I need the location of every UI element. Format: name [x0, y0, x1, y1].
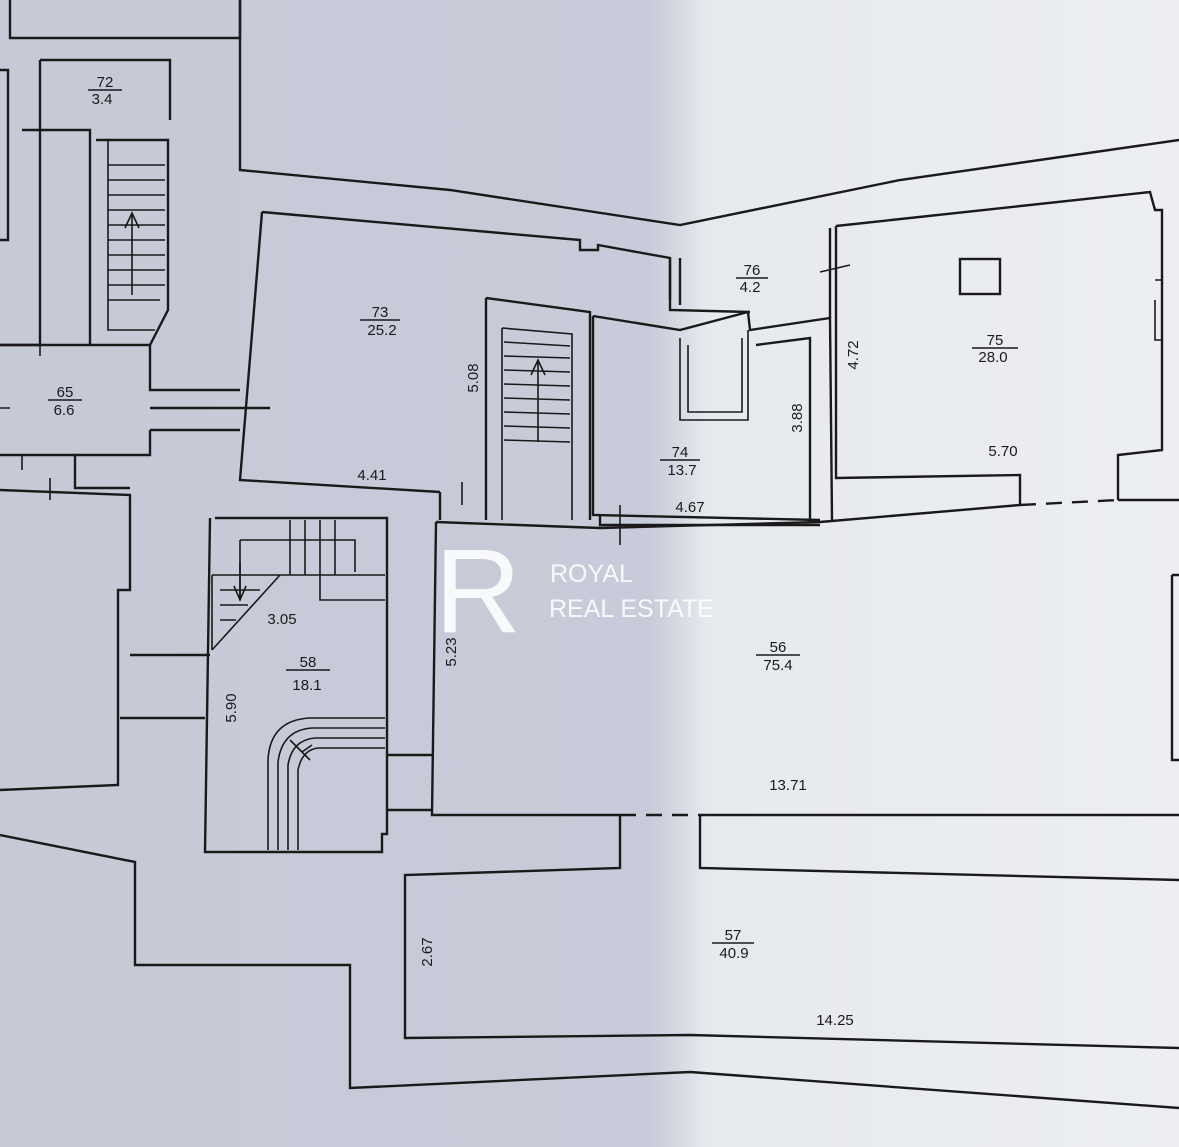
- stair-arrow-center: [530, 358, 546, 442]
- room-56-area: 75.4: [763, 657, 792, 674]
- dim-4-41: 4.41: [357, 467, 386, 484]
- room-56: 56 75.4: [756, 639, 800, 674]
- watermark-line2: REAL ESTATE: [549, 595, 714, 623]
- stair-58: [220, 562, 260, 621]
- stair-left: [108, 164, 165, 301]
- room-72-number: 72: [97, 74, 114, 91]
- room-57-area: 40.9: [719, 945, 748, 962]
- room-65-area: 6.6: [54, 402, 75, 419]
- room-72: 72 3.4: [88, 74, 122, 108]
- room-65: 65 6.6: [48, 384, 82, 419]
- room-65-number: 65: [57, 384, 74, 401]
- room-74: 74 13.7: [660, 444, 700, 479]
- dim-3-05: 3.05: [267, 611, 296, 628]
- room-74-area: 13.7: [667, 462, 696, 479]
- dimension-labels: 5.08 4.72 3.88 4.41 5.70 4.67 3.05 5.23 …: [223, 340, 1018, 1029]
- room-75-area: 28.0: [978, 349, 1007, 366]
- dim-2-67: 2.67: [419, 937, 436, 966]
- dim-3-88: 3.88: [789, 403, 806, 432]
- room-57: 57 40.9: [712, 927, 754, 962]
- room-75: 75 28.0: [972, 332, 1018, 366]
- room-72-area: 3.4: [92, 91, 113, 108]
- room-56-number: 56: [770, 639, 787, 656]
- room-58-area: 18.1: [292, 677, 321, 694]
- dim-5-70: 5.70: [988, 443, 1017, 460]
- walls: [0, 0, 1179, 1110]
- room-75-number: 75: [987, 332, 1004, 349]
- room-73-area: 25.2: [367, 322, 396, 339]
- stair-center: [503, 341, 571, 443]
- dim-5-08: 5.08: [465, 363, 482, 392]
- room-76-area: 4.2: [740, 279, 761, 296]
- dim-5-23: 5.23: [443, 637, 460, 666]
- watermark-monogram: R: [435, 524, 522, 658]
- stair-arrow-left: [124, 211, 140, 295]
- watermark: R ROYAL REAL ESTATE: [435, 524, 714, 658]
- room-labels: 72 3.4 73 25.2 76 4.2 75 28.0 65 6.6 74 …: [48, 74, 1018, 962]
- room-58-number: 58: [300, 654, 317, 671]
- watermark-line1: ROYAL: [550, 560, 633, 588]
- room-73-number: 73: [372, 304, 389, 321]
- dim-5-90: 5.90: [223, 693, 240, 722]
- dim-4-72: 4.72: [845, 340, 862, 369]
- dim-14-25: 14.25: [816, 1012, 854, 1029]
- room-76-number: 76: [744, 262, 761, 279]
- room-58: 58 18.1: [286, 654, 330, 694]
- stair-58-winder: [267, 717, 385, 850]
- room-76: 76 4.2: [736, 262, 768, 296]
- room-57-number: 57: [725, 927, 742, 944]
- dim-13-71: 13.71: [769, 777, 807, 794]
- room-74-number: 74: [672, 444, 689, 461]
- dim-4-67: 4.67: [675, 499, 704, 516]
- room-73: 73 25.2: [360, 304, 400, 339]
